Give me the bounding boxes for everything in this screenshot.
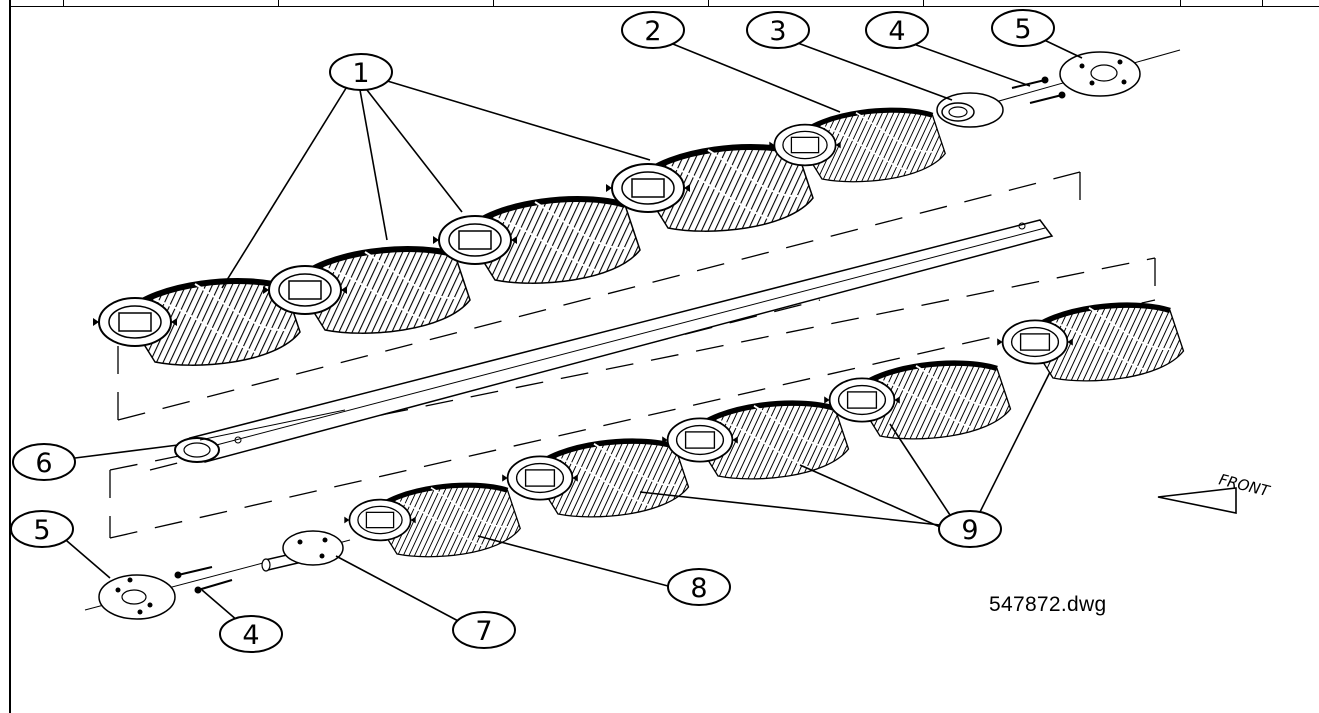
frame-tick: [278, 0, 279, 6]
centerline-lower: [109, 257, 1156, 539]
end-disc-upper: [1059, 51, 1141, 97]
rotor-segment-lower: [662, 403, 848, 479]
svg-text:5: 5: [1014, 14, 1031, 45]
svg-text:2: 2: [644, 16, 661, 47]
rotor-segment-lower: [502, 441, 688, 517]
frame-tick: [493, 0, 494, 6]
svg-text:4: 4: [888, 16, 905, 47]
callout-8: 8: [667, 568, 731, 606]
stub-shaft: [261, 530, 344, 572]
svg-text:4: 4: [242, 620, 259, 651]
svg-text:7: 7: [475, 616, 492, 647]
svg-text:9: 9: [961, 515, 978, 546]
frame-tick: [63, 0, 64, 6]
callout-7: 7: [452, 611, 516, 649]
rotor-segment-lower: [824, 363, 1010, 439]
frame-tick: [1262, 0, 1263, 6]
front-arrow-icon: [1157, 487, 1237, 514]
callout-4: 4: [219, 615, 283, 653]
callout-6: 6: [12, 443, 76, 481]
callout-3: 3: [746, 11, 810, 49]
end-disc-lower: [98, 574, 176, 620]
callout-9: 9: [938, 510, 1002, 548]
shaft: [174, 219, 1054, 463]
svg-text:8: 8: [690, 573, 707, 604]
callout-5: 5: [991, 9, 1055, 47]
rotor-segment-lower: [344, 485, 520, 557]
callout-5: 5: [10, 510, 74, 548]
svg-text:1: 1: [352, 58, 369, 89]
svg-text:6: 6: [35, 448, 52, 479]
bearing-flange: [936, 92, 1004, 128]
frame-tick: [708, 0, 709, 6]
bolts-lower: [174, 566, 233, 594]
callout-2: 2: [621, 11, 685, 49]
frame-border-left: [9, 0, 11, 713]
rotor-segment-upper: [433, 199, 640, 283]
rotor-segment-upper: [606, 147, 813, 231]
frame-tick: [1180, 0, 1181, 6]
leader-lines: [59, 37, 1083, 628]
frame-border-top: [9, 6, 1319, 7]
drawing-filename: 547872.dwg: [989, 593, 1107, 616]
bolts-upper: [1011, 76, 1066, 104]
rotor-segment-lower: [997, 305, 1183, 381]
svg-text:5: 5: [33, 515, 50, 546]
frame-tick: [923, 0, 924, 6]
callout-4: 4: [865, 11, 929, 49]
callout-1: 1: [329, 53, 393, 91]
svg-text:3: 3: [769, 16, 786, 47]
